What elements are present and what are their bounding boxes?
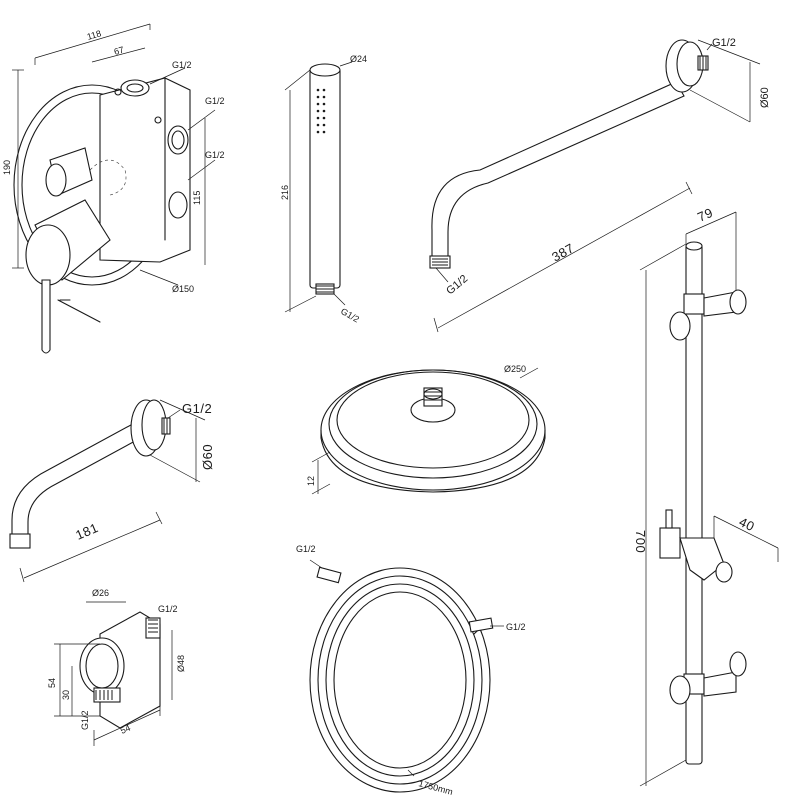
mixer-dim-depth: 115 (192, 191, 202, 205)
hand-shower-drawing: Ø24 216 G1/2 (280, 54, 367, 324)
shower-arm-drawing: G1/2 Ø60 387 G1/2 (429, 37, 771, 333)
slide-rail-drawing: 79 700 40 (633, 205, 779, 787)
hand-shower-dim-length: 216 (280, 185, 290, 200)
wall-outlet-dim-height-inner: 30 (61, 690, 71, 700)
spout-dim-length: 181 (73, 520, 100, 543)
hand-shower-thread: G1/2 (339, 306, 361, 324)
shower-arm-thread-end: G1/2 (444, 273, 470, 298)
mixer-drawing: 118 67 190 115 Ø150 G1/2 G1/2 G1/2 (2, 23, 225, 354)
hand-shower-nozzles (316, 88, 326, 134)
hose-drawing: G1/2 G1/2 1750mm (296, 544, 526, 797)
shower-arm-dim-length: 387 (549, 240, 577, 264)
head-shower-drawing: Ø250 12 (306, 364, 546, 495)
slide-rail-dim-length: 700 (633, 530, 648, 553)
wall-outlet-dim-top: Ø26 (92, 588, 109, 598)
spout-thread: G1/2 (182, 401, 212, 416)
shower-arm-dim-flange: Ø60 (759, 87, 771, 108)
wall-outlet-thread-top: G1/2 (158, 604, 178, 614)
mixer-dim-top-offset: 67 (113, 45, 125, 57)
slide-rail-dim-top: 79 (695, 205, 715, 225)
slide-rail-dim-holder: 40 (737, 514, 757, 534)
spout-dim-flange: Ø60 (200, 444, 215, 470)
mixer-dim-height: 190 (2, 160, 12, 175)
wall-outlet-thread-bottom: G1/2 (80, 710, 90, 730)
mixer-port-top: G1/2 (172, 60, 192, 70)
wall-outlet-drawing: Ø26 G1/2 54 30 Ø48 G1/2 54 (47, 588, 186, 746)
mixer-dim-diameter: Ø150 (172, 284, 194, 294)
hand-shower-dim-diameter: Ø24 (350, 54, 367, 64)
head-shower-dim-height: 12 (306, 476, 316, 486)
head-shower-dim-diameter: Ø250 (504, 364, 526, 374)
wall-outlet-dim-flange: Ø48 (176, 655, 186, 672)
wall-outlet-dim-width: 54 (119, 723, 132, 736)
mixer-port-mid: G1/2 (205, 96, 225, 106)
mixer-dim-width: 118 (86, 28, 103, 42)
hose-length: 1750mm (417, 778, 453, 797)
wall-outlet-dim-height-total: 54 (47, 678, 57, 688)
shower-arm-thread-top: G1/2 (712, 37, 736, 49)
hose-thread-right: G1/2 (506, 622, 526, 632)
mixer-port-low: G1/2 (205, 150, 225, 160)
hose-thread-left: G1/2 (296, 544, 316, 554)
spout-drawing: G1/2 Ø60 181 (9, 399, 215, 583)
